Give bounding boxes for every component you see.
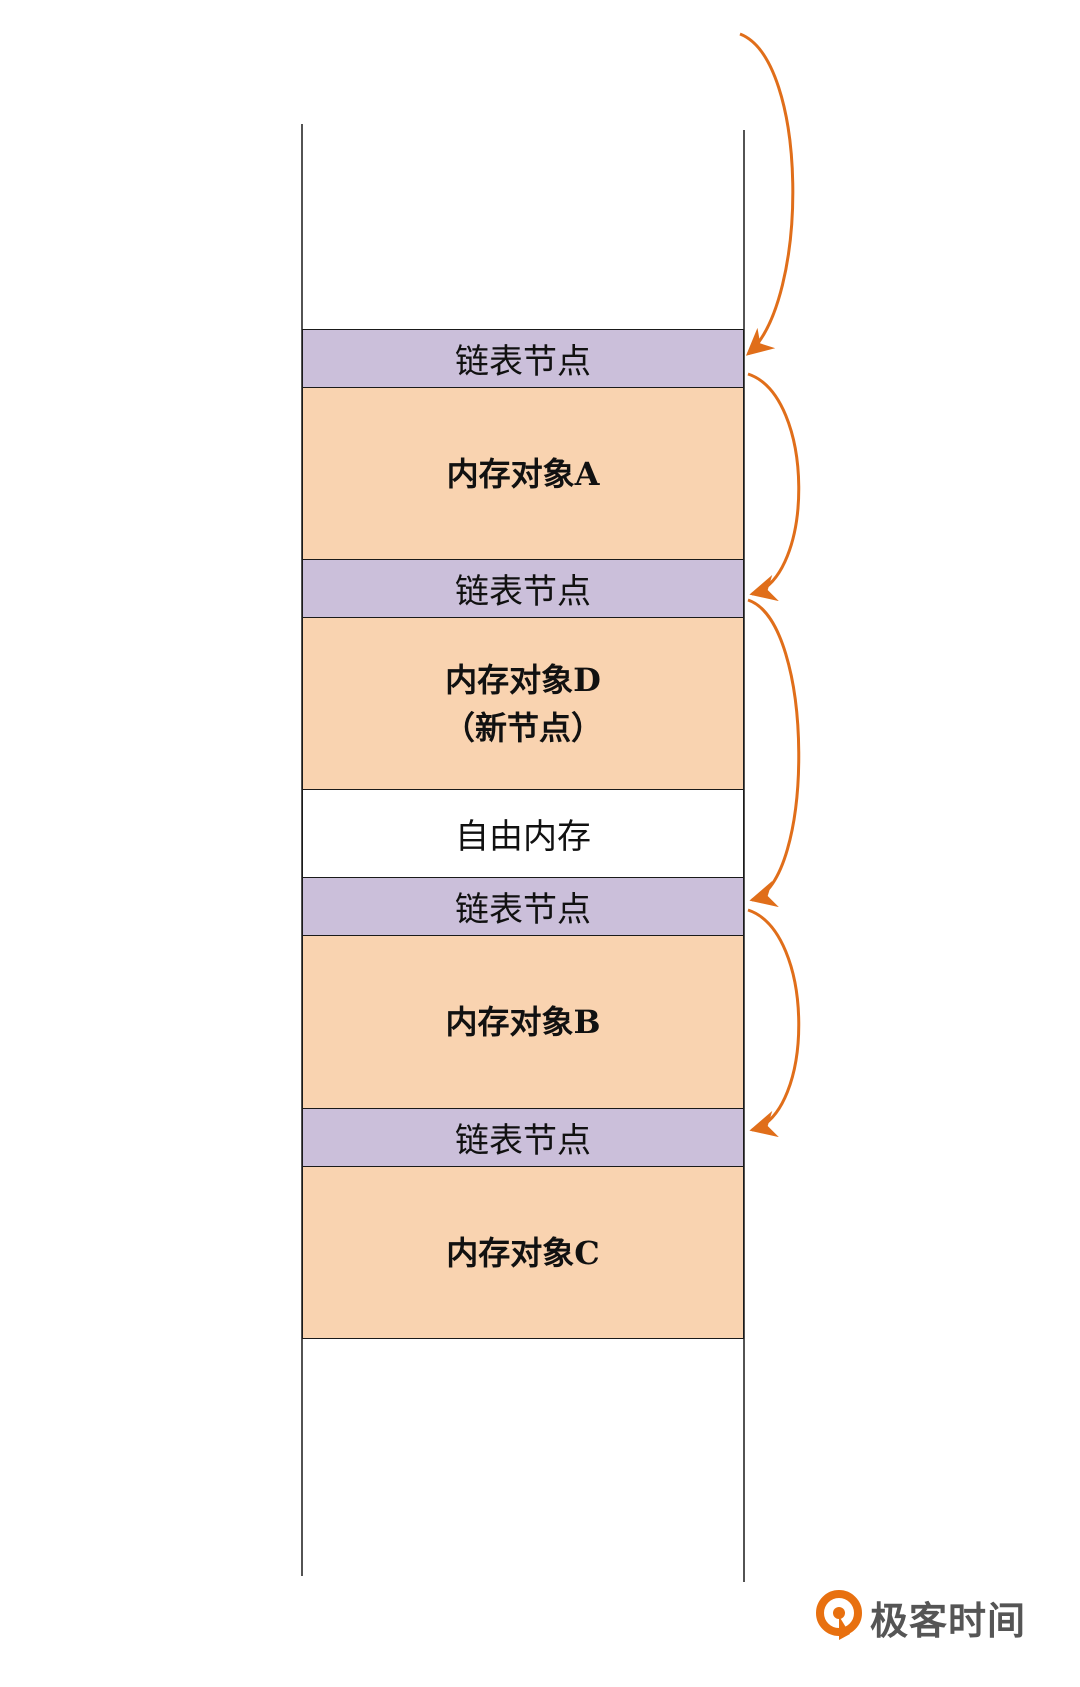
pointer-arrow-node2-to-node3: [747, 598, 801, 907]
pointer-arrow-node1-to-node2: [747, 372, 801, 602]
linked-list-node-3: 链表节点: [302, 877, 744, 936]
free-memory-region: 自由内存: [302, 789, 744, 878]
linked-list-node-4: 链表节点: [302, 1108, 744, 1167]
memory-object-b: 内存对象B: [302, 935, 744, 1109]
logo-text: 极客时间: [870, 1598, 1027, 1643]
memory-object-a: 内存对象A: [302, 387, 744, 560]
object-label: 内存对象D: [445, 660, 601, 699]
object-label: 内存对象C: [446, 1233, 600, 1272]
pointer-arrow-node3-to-node4: [747, 908, 801, 1138]
pointer-arrow-head-to-node1: [739, 32, 795, 356]
object-sublabel: （新节点）: [442, 708, 603, 747]
memory-object-c: 内存对象C: [302, 1166, 744, 1339]
object-label: 内存对象A: [446, 454, 600, 493]
linked-list-node-1: 链表节点: [302, 329, 744, 388]
geektime-logo-icon: [816, 1590, 862, 1640]
node-label: 链表节点: [455, 342, 591, 382]
node-label: 链表节点: [455, 1121, 591, 1161]
node-label: 链表节点: [455, 572, 591, 612]
linked-list-node-2: 链表节点: [302, 559, 744, 618]
geektime-logo: 极客时间: [816, 1590, 1026, 1644]
object-label: 内存对象B: [445, 1003, 601, 1041]
memory-object-d: 内存对象D （新节点）: [302, 617, 744, 790]
free-memory-label: 自由内存: [455, 817, 591, 857]
node-label: 链表节点: [455, 890, 591, 930]
